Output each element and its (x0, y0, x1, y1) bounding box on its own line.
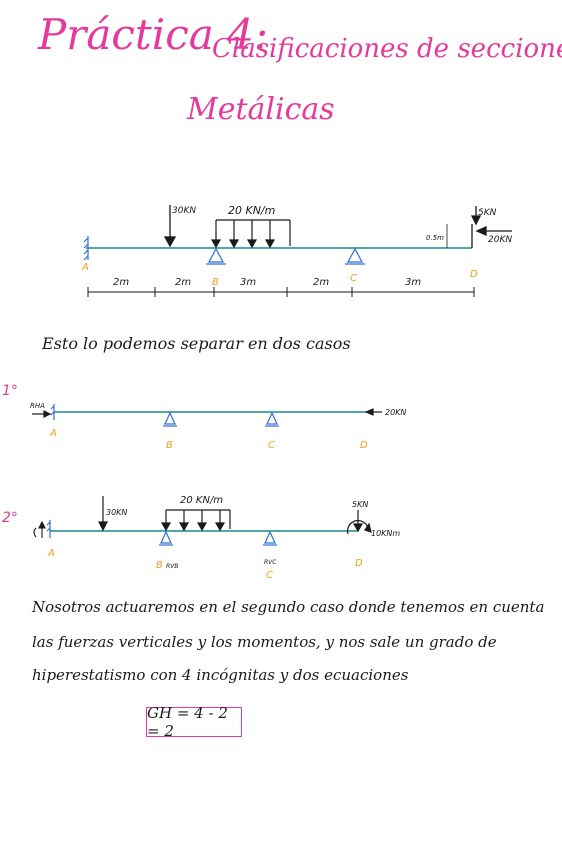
d1-node-d: D (470, 269, 478, 280)
diagram-1: 30KN 20 KN/m 5KN 20KN 0.5m A B C D 2m 2m… (81, 204, 512, 297)
support-b-case1-icon (163, 411, 177, 427)
d1-dim-4: 2m (313, 277, 329, 288)
support-a-icon (50, 404, 55, 420)
case2-node-b: B (156, 560, 163, 571)
paragraph-line-1: Nosotros actuaremos en el segundo caso d… (32, 598, 545, 616)
case2-node-d: D (355, 558, 363, 569)
case1-label: 1° (2, 383, 18, 399)
support-c-case2-icon (263, 530, 277, 546)
d1-dim-1: 2m (113, 277, 129, 288)
case1-node-a: A (49, 428, 57, 439)
case2-label: 2° (2, 510, 18, 526)
case2-reaction-c: RVC (264, 559, 277, 566)
reaction-a-icon (33, 520, 46, 538)
distributed-load-case2-icon (160, 509, 231, 532)
case2-load-point: 30KN (106, 508, 127, 517)
case1-reaction: RHA (30, 402, 45, 410)
horizontal-load-icon (364, 408, 382, 416)
diagram-case-2: 2° 30KN 20 KN/m 5KN 10KNm RVB RVC A B C … (2, 495, 400, 581)
d1-dim-3: 3m (240, 277, 256, 288)
fixed-support-a-icon (83, 236, 89, 261)
case1-node-b: B (166, 440, 173, 451)
d1-dim-5: 3m (405, 277, 421, 288)
case1-node-d: D (360, 440, 368, 451)
d1-height: 0.5m (426, 234, 444, 242)
paragraph-line-2: las fuerzas verticales y los momentos, y… (32, 633, 497, 651)
case2-load-v: 5KN (352, 500, 368, 509)
case2-reaction-b: RVB (166, 563, 178, 570)
title-part2: Clasificaciones de secciones (212, 34, 562, 64)
case2-node-c: C (266, 570, 273, 581)
d1-load-right-v: 5KN (478, 208, 497, 218)
dimension-line (87, 287, 475, 297)
paragraph-line-3: hiperestatismo con 4 incógnitas y dos ec… (32, 666, 409, 684)
case1-load: 20KN (385, 408, 406, 417)
reaction-arrow-icon (32, 410, 52, 418)
title-part1: Práctica 4: (38, 10, 268, 59)
diagram-case-1: 1° RHA 20KN A B C D (2, 383, 406, 451)
intro-text: Esto lo podemos separar en dos casos (42, 334, 351, 353)
support-c-icon (345, 247, 365, 265)
case1-node-c: C (268, 440, 275, 451)
formula-box: GH = 4 - 2 = 2 (146, 704, 242, 740)
point-load-arrow-icon (163, 205, 177, 248)
support-b-case2-icon (159, 530, 173, 546)
d1-load-right-h: 20KN (488, 235, 512, 245)
case2-moment: 10KNm (371, 529, 400, 538)
d1-dim-2: 2m (175, 277, 191, 288)
d1-node-a: A (81, 262, 89, 273)
moment-d-icon (346, 510, 372, 535)
bracket-d-icon (446, 206, 512, 248)
support-c-case1-icon (265, 411, 279, 427)
distributed-load-icon (210, 219, 291, 249)
case2-load-dist: 20 KN/m (180, 495, 223, 506)
case2-node-a: A (47, 548, 55, 559)
d1-node-b: B (212, 277, 219, 288)
support-b-icon (206, 247, 226, 265)
support-a-case2-icon (46, 520, 51, 538)
point-load-case2-icon (98, 496, 108, 532)
d1-load-dist: 20 KN/m (228, 204, 275, 217)
d1-node-c: C (350, 273, 357, 284)
title-part3: Metálicas (187, 92, 335, 127)
d1-load-point: 30KN (172, 206, 196, 216)
